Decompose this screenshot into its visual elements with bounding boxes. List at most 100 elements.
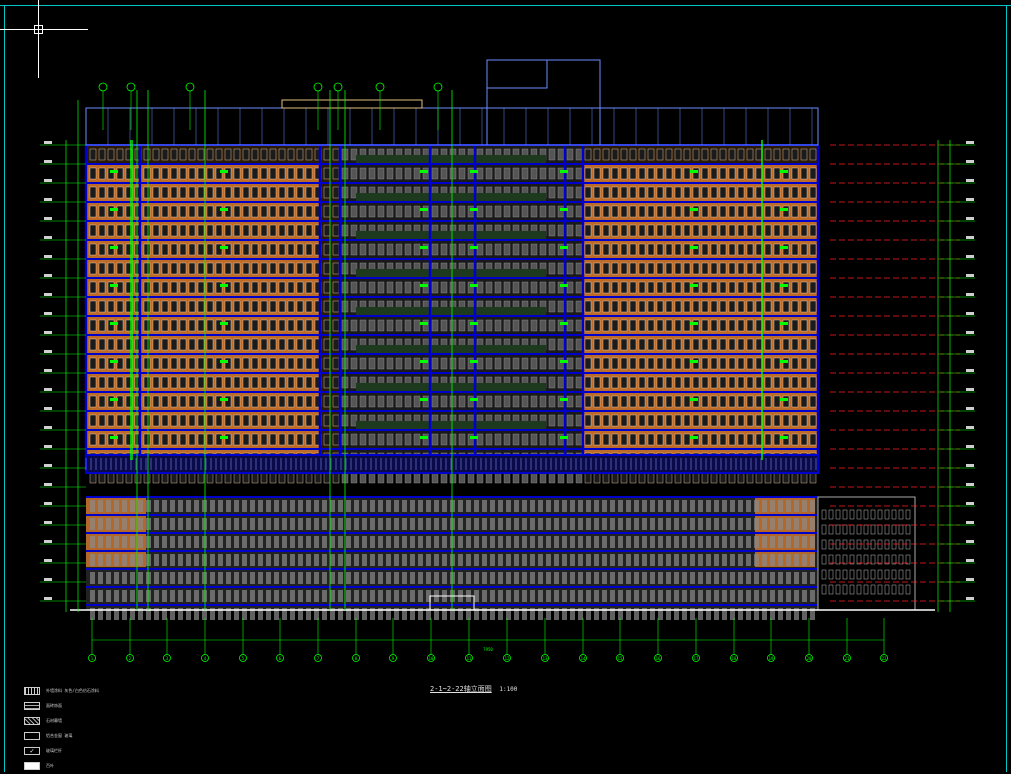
- podium-window: [210, 518, 215, 530]
- window: [764, 148, 772, 161]
- window: [629, 357, 637, 370]
- window: [332, 433, 340, 446]
- window: [98, 167, 106, 180]
- podium-window: [738, 572, 743, 584]
- podium-window: [618, 554, 623, 566]
- podium-window: [442, 518, 447, 530]
- podium-window: [250, 572, 255, 584]
- window: [548, 205, 556, 218]
- window: [710, 167, 718, 180]
- podium-window: [562, 554, 567, 566]
- window: [368, 433, 376, 446]
- window: [152, 224, 160, 237]
- podium-window: [810, 554, 815, 566]
- window: [215, 243, 223, 256]
- window: [359, 395, 367, 408]
- podium-window: [186, 608, 191, 620]
- podium-window: [722, 554, 727, 566]
- podium-window: [138, 572, 143, 584]
- window: [161, 357, 169, 370]
- podium-window: [506, 536, 511, 548]
- window: [377, 167, 385, 180]
- level-tag-right: [966, 426, 974, 429]
- window: [656, 243, 664, 256]
- window: [656, 148, 664, 161]
- annex-window: [828, 584, 834, 595]
- window: [620, 243, 628, 256]
- podium-window: [594, 536, 599, 548]
- level-tag-right: [966, 293, 974, 296]
- window: [746, 167, 754, 180]
- window: [98, 338, 106, 351]
- window: [152, 338, 160, 351]
- window: [431, 205, 439, 218]
- window: [773, 281, 781, 294]
- podium-window: [530, 500, 535, 512]
- window: [359, 205, 367, 218]
- window: [791, 376, 799, 389]
- podium-window: [482, 536, 487, 548]
- window: [611, 186, 619, 199]
- window: [746, 243, 754, 256]
- window: [602, 167, 610, 180]
- window: [521, 167, 529, 180]
- podium-window: [506, 572, 511, 584]
- window: [620, 186, 628, 199]
- podium-window: [546, 590, 551, 602]
- facade-marker: [220, 208, 228, 211]
- window: [215, 262, 223, 275]
- window: [350, 186, 358, 199]
- window: [701, 205, 709, 218]
- podium-window: [778, 554, 783, 566]
- window: [701, 433, 709, 446]
- podium-window: [138, 554, 143, 566]
- axis-bubble: [352, 654, 360, 662]
- level-tag-left: [44, 540, 52, 543]
- axis-label: 18: [732, 656, 737, 661]
- window: [287, 395, 295, 408]
- window: [215, 376, 223, 389]
- podium-window: [370, 500, 375, 512]
- window: [683, 281, 691, 294]
- window: [242, 433, 250, 446]
- podium-window: [122, 608, 127, 620]
- facade-marker: [780, 322, 788, 325]
- window: [251, 319, 259, 332]
- annex-window: [898, 554, 904, 565]
- window: [260, 224, 268, 237]
- window: [512, 319, 520, 332]
- window: [161, 205, 169, 218]
- podium-window: [706, 536, 711, 548]
- level-tag-right: [966, 540, 974, 543]
- level-tag-left: [44, 559, 52, 562]
- window: [692, 300, 700, 313]
- podium-window: [562, 590, 567, 602]
- window: [377, 319, 385, 332]
- podium-window: [442, 554, 447, 566]
- window: [287, 414, 295, 427]
- podium-window: [202, 590, 207, 602]
- window: [656, 167, 664, 180]
- window: [611, 319, 619, 332]
- window: [206, 376, 214, 389]
- window: [728, 338, 736, 351]
- podium-window: [106, 608, 111, 620]
- window: [701, 395, 709, 408]
- annex-window: [821, 584, 827, 595]
- window: [287, 243, 295, 256]
- axis-label: 14: [581, 656, 586, 661]
- window: [269, 300, 277, 313]
- podium-window: [802, 608, 807, 620]
- window: [593, 300, 601, 313]
- podium-window: [226, 518, 231, 530]
- window: [638, 376, 646, 389]
- window: [602, 433, 610, 446]
- podium-window: [562, 536, 567, 548]
- window: [809, 414, 817, 427]
- window: [170, 205, 178, 218]
- podium-window: [538, 500, 543, 512]
- window: [611, 281, 619, 294]
- window: [530, 319, 538, 332]
- window: [116, 262, 124, 275]
